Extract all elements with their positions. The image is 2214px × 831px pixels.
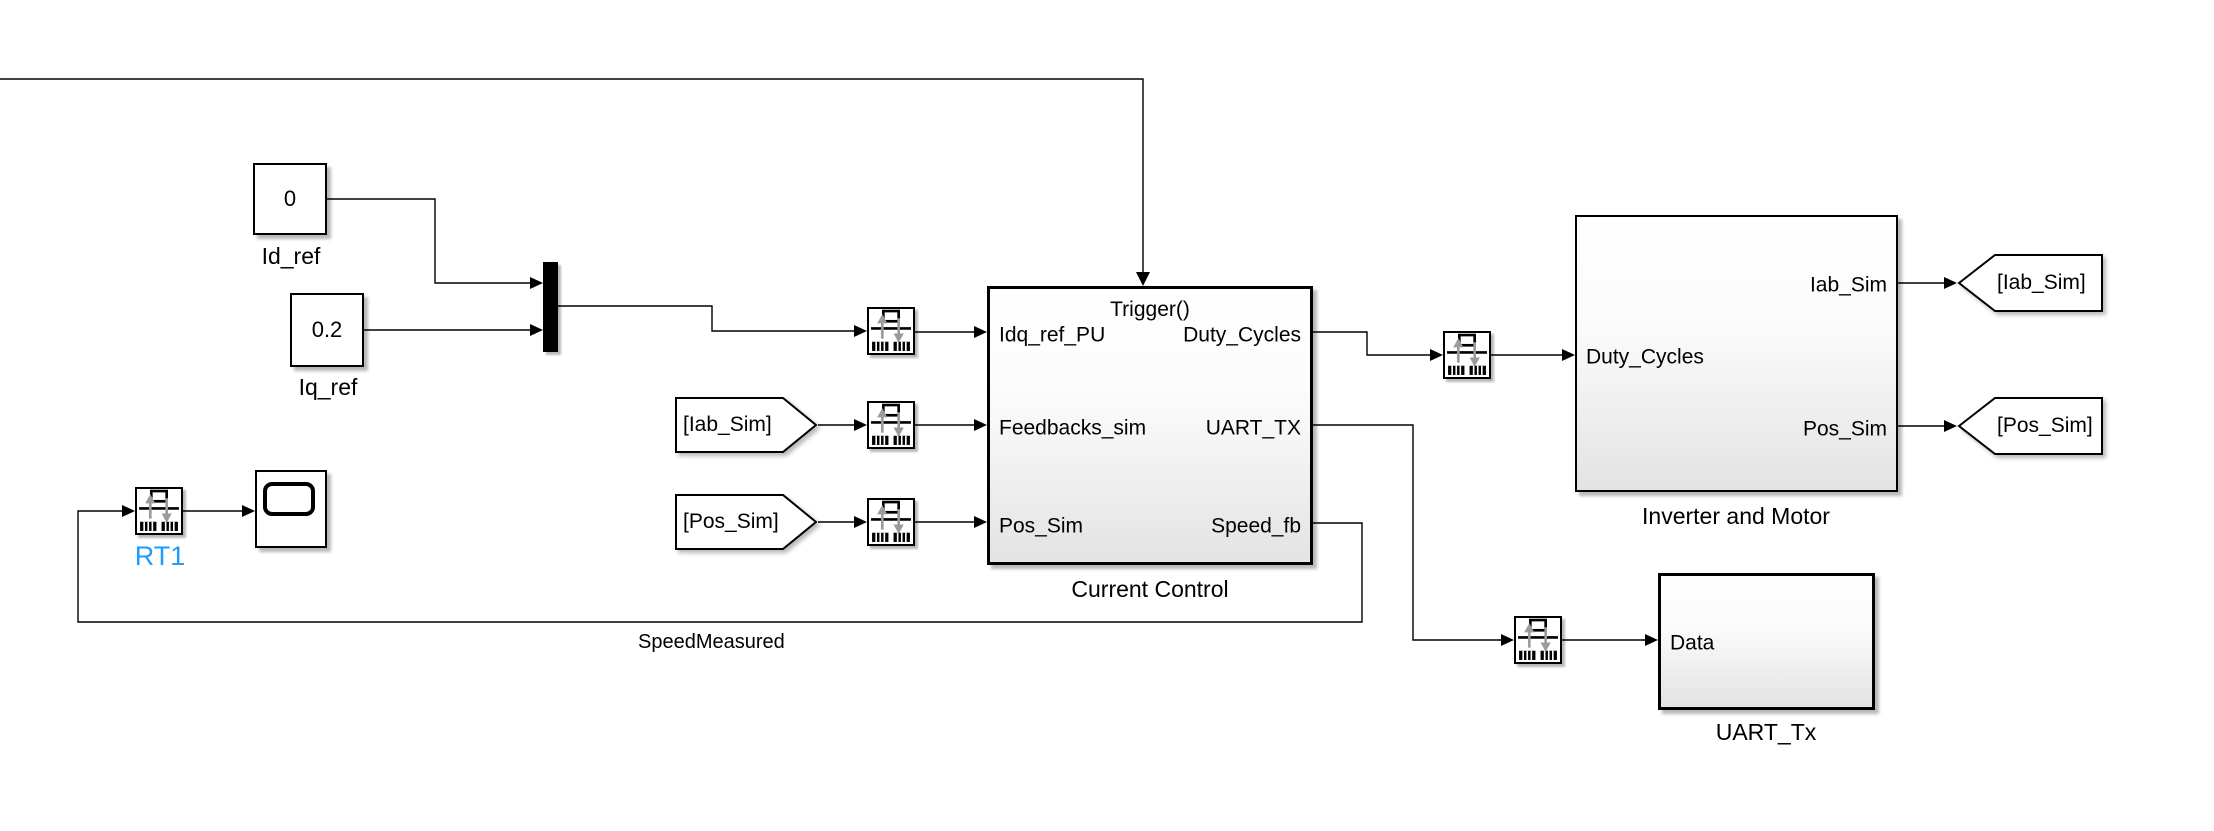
from-tag-iab-sim-label: [Iab_Sim]	[683, 413, 772, 436]
constant-iq-ref[interactable]: 0.2	[290, 293, 364, 367]
rate-transition-icon	[1518, 618, 1558, 660]
uart-tx-name: UART_Tx	[1715, 719, 1817, 745]
port-out-iab-sim: Iab_Sim	[1809, 273, 1887, 297]
rate-transition-icon	[871, 309, 911, 351]
inverter-and-motor-name: Inverter and Motor	[1642, 503, 1830, 529]
wire-iab-sim-to-goto[interactable]	[1898, 277, 1957, 289]
rate-transition-block-pos[interactable]	[867, 498, 915, 546]
from-tag-pos-sim-label: [Pos_Sim]	[683, 510, 779, 533]
wire-duty-cycles-to-rate-transition[interactable]	[1313, 331, 1443, 361]
from-tag-iab-sim[interactable]: [Iab_Sim]	[675, 397, 818, 453]
rate-transition-block-uart[interactable]	[1514, 616, 1562, 664]
rate-transition-icon	[139, 489, 179, 531]
port-out-pos-sim: Pos_Sim	[1802, 417, 1887, 441]
rate-transition-block-rt1[interactable]	[135, 487, 183, 535]
port-out-duty-cycles: Duty_Cycles	[1183, 323, 1301, 347]
goto-tag-pos-sim-label: [Pos_Sim]	[1997, 414, 2093, 437]
wire-rt1-to-scope[interactable]	[183, 505, 255, 517]
current-control-name: Current Control	[1071, 576, 1229, 602]
uart-tx-subsystem[interactable]: Data	[1658, 573, 1875, 710]
wire-speed-fb-feedback[interactable]	[77, 505, 1363, 623]
rate-transition-block-duty[interactable]	[1443, 331, 1491, 379]
wire-iq-ref-to-mux[interactable]	[363, 324, 543, 336]
port-in-duty-cycles: Duty_Cycles	[1586, 345, 1704, 369]
rate-transition-block-feedbacks[interactable]	[867, 401, 915, 449]
port-in-idq-ref-pu: Idq_ref_PU	[999, 323, 1106, 347]
scope-block[interactable]	[255, 470, 327, 548]
constant-iq-ref-value: 0.2	[311, 317, 343, 342]
rate-transition-rt1-name: RT1	[134, 541, 186, 571]
goto-tag-iab-sim-label: [Iab_Sim]	[1997, 271, 2086, 294]
wire-rate-transition-to-inverter[interactable]	[1491, 349, 1575, 361]
wire-rate-transition-to-feedbacks-sim[interactable]	[915, 419, 987, 431]
rate-transition-block-idq[interactable]	[867, 307, 915, 355]
wire-uart-tx-to-rate-transition[interactable]	[1313, 424, 1514, 646]
wire-pos-sim-to-goto[interactable]	[1898, 420, 1957, 432]
inverter-and-motor-subsystem[interactable]: Duty_Cycles Iab_Sim Pos_Sim	[1575, 215, 1898, 492]
wire-rate-transition-to-uart-block[interactable]	[1562, 634, 1658, 646]
goto-tag-iab-sim[interactable]: [Iab_Sim]	[1957, 254, 2103, 312]
rate-transition-icon	[871, 403, 911, 445]
port-out-uart-tx: UART_TX	[1205, 416, 1301, 440]
wire-trigger[interactable]	[0, 78, 1150, 286]
port-out-speed-fb: Speed_fb	[1211, 514, 1301, 538]
constant-id-ref-value: 0	[283, 186, 297, 211]
constant-id-ref-name: Id_ref	[261, 243, 321, 269]
from-tag-pos-sim[interactable]: [Pos_Sim]	[675, 494, 818, 550]
port-in-data: Data	[1670, 631, 1715, 655]
goto-tag-pos-sim[interactable]: [Pos_Sim]	[1957, 397, 2103, 455]
mux-block[interactable]	[543, 262, 558, 352]
constant-id-ref[interactable]: 0	[253, 163, 327, 235]
rate-transition-icon	[1447, 333, 1487, 375]
wire-rate-transition-to-idq-ref-pu[interactable]	[915, 326, 987, 338]
port-in-feedbacks-sim: Feedbacks_sim	[999, 416, 1147, 440]
scope-screen-icon	[263, 482, 315, 516]
rate-transition-icon	[871, 500, 911, 542]
current-control-subsystem[interactable]: Trigger() Idq_ref_PU Feedbacks_sim Pos_S…	[987, 286, 1313, 565]
constant-iq-ref-name: Iq_ref	[298, 374, 358, 400]
signal-label-speed-measured: SpeedMeasured	[638, 631, 785, 653]
wire-rate-transition-to-pos-sim[interactable]	[915, 516, 987, 528]
trigger-port-label: Trigger()	[1110, 298, 1190, 321]
port-in-pos-sim: Pos_Sim	[999, 514, 1084, 538]
wire-from-iab-to-rate-transition[interactable]	[818, 419, 867, 431]
wire-from-pos-to-rate-transition[interactable]	[818, 516, 867, 528]
wire-id-ref-to-mux[interactable]	[327, 198, 543, 289]
wire-mux-to-rate-transition[interactable]	[558, 305, 867, 337]
